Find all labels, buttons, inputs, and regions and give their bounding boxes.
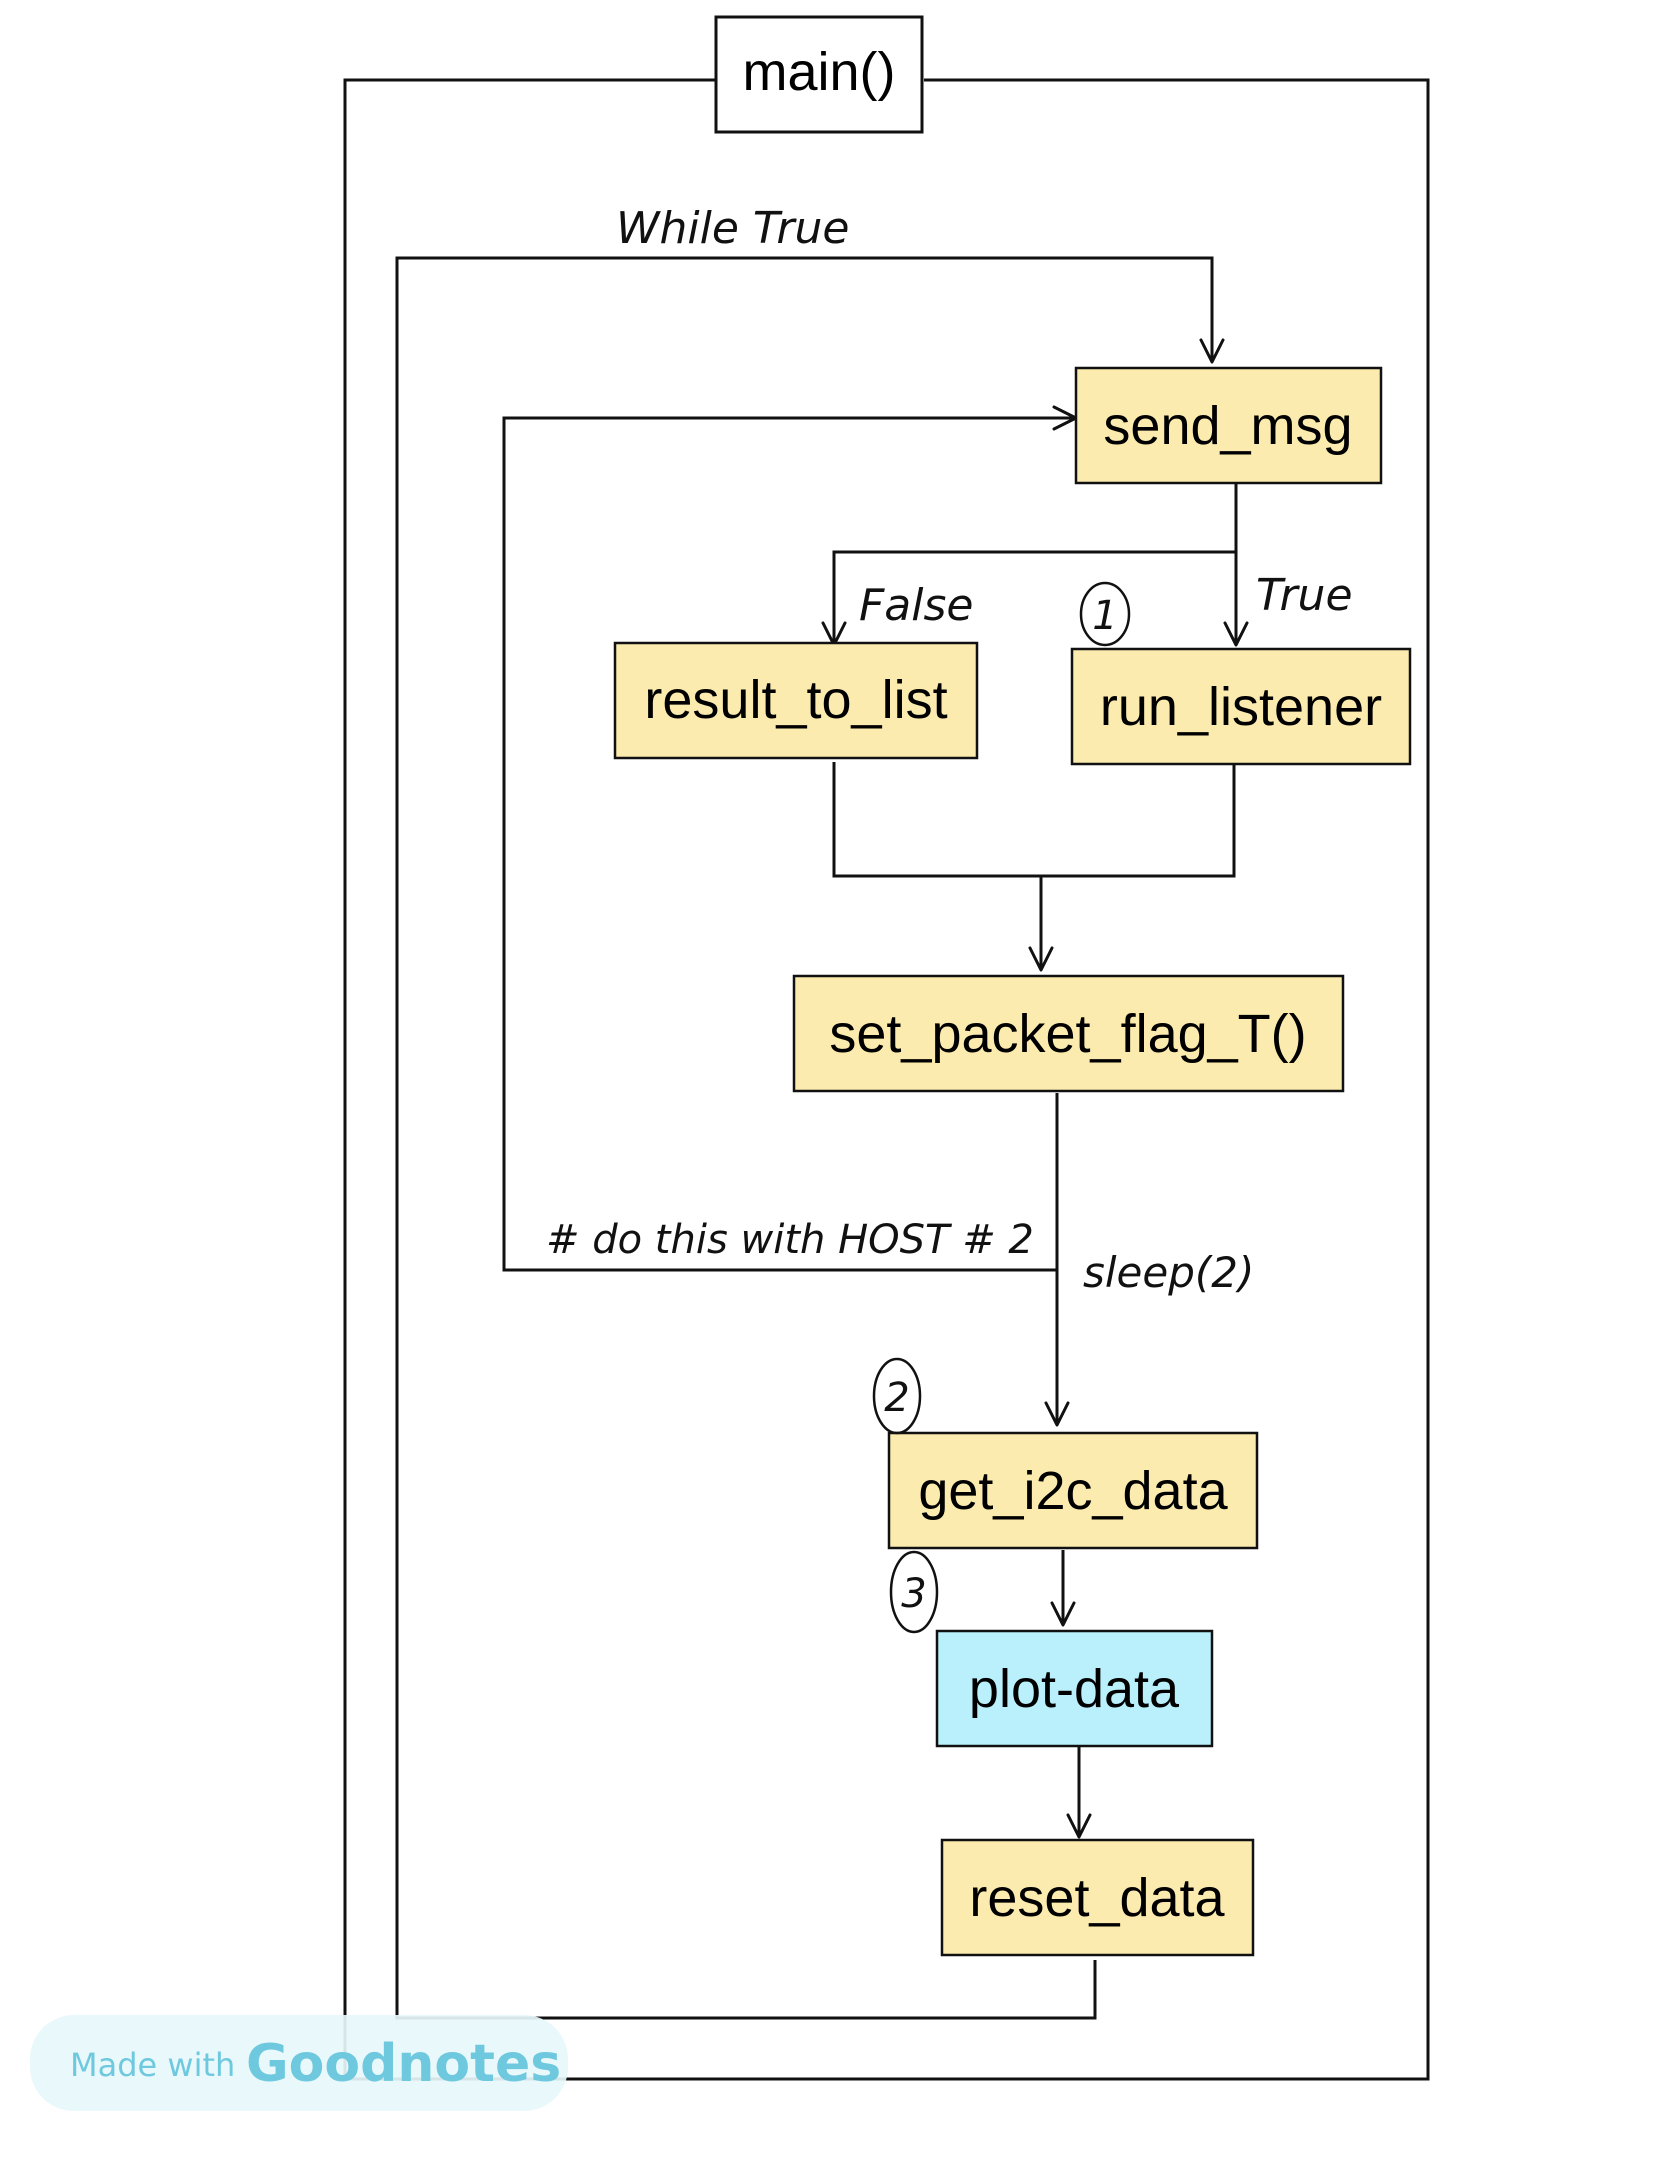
node-set-packet-flag: set_packet_flag_T()	[792, 974, 1345, 1093]
step-marker-3-label: 3	[901, 1571, 926, 1617]
node-result-to-list-label: result_to_list	[644, 670, 947, 730]
node-send-msg-label: send_msg	[1103, 396, 1352, 456]
while-true-loop	[395, 256, 1225, 2020]
label-host2-comment: # do this with HOST # 2	[546, 1217, 1034, 1263]
watermark-brand: Goodnotes	[246, 2034, 561, 2094]
connectors	[343, 78, 1430, 2081]
node-set-packet-flag-label: set_packet_flag_T()	[829, 1004, 1306, 1064]
node-reset-data: reset_data	[940, 1838, 1255, 1957]
main-frame-left	[343, 78, 1430, 2081]
node-main: main()	[714, 15, 924, 134]
node-send-msg: send_msg	[1074, 366, 1383, 485]
step-marker-2-label: 2	[884, 1375, 909, 1421]
host2-loop	[502, 405, 1078, 1272]
node-plot-data: plot-data	[935, 1629, 1214, 1748]
goodnotes-watermark: Made with Goodnotes	[30, 2015, 568, 2111]
node-reset-data-label: reset_data	[969, 1868, 1225, 1928]
node-get-i2c-data: get_i2c_data	[887, 1431, 1259, 1550]
node-result-to-list: result_to_list	[613, 641, 979, 760]
step-marker-1: 1	[1079, 581, 1131, 647]
node-plot-data-label: plot-data	[969, 1659, 1180, 1719]
node-run-listener-label: run_listener	[1100, 677, 1382, 737]
step-marker-2: 2	[872, 1357, 922, 1435]
label-sleep: sleep(2)	[1083, 1248, 1254, 1297]
label-while-true: While True	[616, 203, 849, 254]
merge-line	[832, 762, 1236, 878]
node-main-label: main()	[742, 42, 895, 102]
step-marker-3: 3	[889, 1550, 939, 1634]
node-get-i2c-data-label: get_i2c_data	[918, 1461, 1228, 1521]
watermark-prefix: Made with	[70, 2046, 235, 2084]
step-marker-1-label: 1	[1092, 593, 1117, 639]
label-false: False	[859, 580, 974, 631]
false-branch-line	[821, 550, 1236, 647]
node-run-listener: run_listener	[1070, 647, 1412, 766]
label-true: True	[1256, 570, 1353, 621]
